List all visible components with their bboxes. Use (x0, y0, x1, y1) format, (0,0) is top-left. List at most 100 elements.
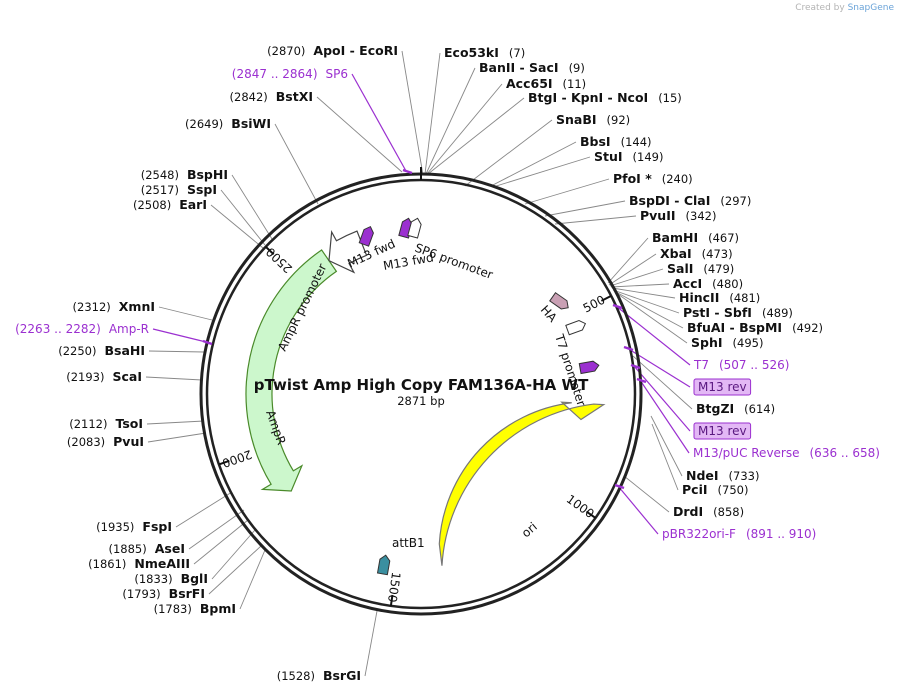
site-name: BglI (181, 571, 208, 586)
site-name: XbaI (660, 246, 692, 261)
site-label-hincii[interactable]: HincII(481) (679, 290, 760, 305)
leader-line (610, 283, 670, 288)
site-name: BtgI - KpnI - NcoI (528, 90, 648, 105)
site-label-pfoi[interactable]: PfoI *(240) (613, 171, 693, 186)
site-label-nmeaiii[interactable]: NmeAIII(1861) (88, 556, 190, 571)
site-label-bsahi[interactable]: BsaHI(2250) (58, 343, 145, 358)
site-label-eari[interactable]: EarI(2508) (133, 197, 207, 212)
site-name: AseI (155, 541, 185, 556)
site-label-sspi[interactable]: SspI(2517) (141, 182, 217, 197)
site-name: BsrGI (323, 668, 361, 683)
site-label-pbr322ori-f[interactable]: pBR322ori-F (891 .. 910) (662, 527, 816, 541)
site-name: AccI (673, 276, 702, 291)
site-label-m13-rev[interactable]: M13 rev (693, 378, 752, 396)
site-name: Eco53kI (444, 45, 499, 60)
site-position: (2508) (133, 198, 171, 212)
site-label-bgli[interactable]: BglI(1833) (134, 571, 208, 586)
site-name: SalI (667, 261, 693, 276)
plasmid-length: 2871 bp (397, 394, 445, 408)
leader-line (274, 123, 319, 205)
site-label-tsoi[interactable]: TsoI(2112) (69, 416, 143, 431)
site-position: (11) (563, 77, 587, 91)
site-position: (1528) (277, 669, 315, 683)
site-position: (1793) (122, 587, 160, 601)
ampr-promoter-arrow (328, 230, 368, 274)
site-label-btgi-kpni-ncoi[interactable]: BtgI - KpnI - NcoI(15) (528, 90, 682, 105)
site-label-m13-rev[interactable]: M13 rev (693, 422, 752, 440)
leader-line (490, 141, 577, 187)
site-label-xmni[interactable]: XmnI(2312) (73, 299, 155, 314)
site-name: Amp-R (109, 322, 149, 336)
site-label-acci[interactable]: AccI(480) (673, 276, 743, 291)
site-label-drdi[interactable]: DrdI(858) (673, 504, 744, 519)
site-label-pcii[interactable]: PciI(750) (682, 482, 748, 497)
site-label-asei[interactable]: AseI (1885) (109, 541, 186, 556)
site-label-eco53ki[interactable]: Eco53kI(7) (444, 45, 525, 60)
site-label-m13-puc-reverse[interactable]: M13/pUC Reverse(636 .. 658) (693, 446, 880, 460)
site-name: SnaBI (556, 112, 597, 127)
site-label-pvuii[interactable]: PvuII(342) (640, 208, 716, 223)
site-position: (2870) (267, 44, 305, 58)
site-label-btgzi[interactable]: BtgZI(614) (696, 401, 775, 416)
leader-line (152, 328, 207, 343)
site-label-bsrgi[interactable]: BsrGI (1528) (277, 668, 361, 683)
site-label-bsphi[interactable]: BspHI(2548) (141, 167, 228, 182)
site-marks (202, 168, 647, 490)
site-name: PvuII (640, 208, 676, 223)
leader-line (188, 509, 245, 550)
site-position: (481) (729, 291, 760, 305)
site-position: (1885) (109, 542, 147, 556)
site-name: DrdI (673, 504, 703, 519)
site-position: (92) (607, 113, 631, 127)
ruler-tick (265, 246, 275, 256)
site-label-sphi[interactable]: SphI(495) (691, 335, 763, 350)
site-label-psti-sbfi[interactable]: PstI - SbfI(489) (683, 305, 793, 320)
leader-line (544, 200, 626, 217)
leader-line (210, 204, 264, 249)
leader-line (145, 376, 203, 381)
site-position: (891 .. 910) (746, 527, 816, 541)
site-label-bamhi[interactable]: BamHI(467) (652, 230, 739, 245)
site-label-apoi-ecori[interactable]: ApoI - EcoRI (2870) (267, 43, 398, 58)
site-label-t7[interactable]: T7(507 .. 526) (693, 358, 789, 372)
site-name: ApoI - EcoRI (313, 43, 398, 58)
site-label-bbsi[interactable]: BbsI(144) (580, 134, 652, 149)
site-name: BstXI (276, 89, 313, 104)
site-label-bsiwi[interactable]: BsiWI(2649) (185, 116, 271, 131)
site-name: BspHI (187, 167, 228, 182)
primer-site-mark (630, 363, 641, 370)
site-label-stui[interactable]: StuI(149) (594, 149, 663, 164)
site-label-banii-saci[interactable]: BanII - SacI(9) (479, 60, 585, 75)
leader-line (633, 365, 691, 432)
site-label-sp6[interactable]: SP6(2847 .. 2864) (232, 67, 348, 81)
site-name: pBR322ori-F (662, 527, 736, 541)
site-label-bspdi-clai[interactable]: BspDI - ClaI(297) (629, 193, 751, 208)
site-label-bpmi[interactable]: BpmI(1783) (154, 601, 236, 616)
site-label-scai[interactable]: ScaI(2193) (66, 369, 142, 384)
site-label-snabi[interactable]: SnaBI (92) (556, 112, 630, 127)
site-label-amp-r[interactable]: Amp-R(2263 .. 2282) (15, 322, 149, 336)
site-position: (495) (733, 336, 764, 350)
site-position: (1935) (96, 520, 134, 534)
site-label-pvui[interactable]: PvuI(2083) (67, 434, 144, 449)
site-label-bstxi[interactable]: BstXI(2842) (230, 89, 313, 104)
leader-line (148, 350, 205, 353)
site-labels: ApoI - EcoRI (2870) SP6(2847 .. 2864) BstXI… (15, 43, 880, 683)
site-position: (2083) (67, 435, 105, 449)
site-name: XmnI (119, 299, 155, 314)
site-label-bfuai-bspmi[interactable]: BfuAI - BspMI(492) (687, 320, 823, 335)
site-name: PciI (682, 482, 708, 497)
site-position: (2847 .. 2864) (232, 67, 318, 81)
site-name: BamHI (652, 230, 698, 245)
site-label-ndei[interactable]: NdeI(733) (686, 468, 759, 483)
m13-fwd-marker (358, 225, 374, 247)
site-label-acc65i[interactable]: Acc65I(11) (506, 76, 586, 91)
site-label-xbai[interactable]: XbaI(473) (660, 246, 733, 261)
site-name: M13 rev (698, 424, 747, 438)
site-label-sali[interactable]: SalI(479) (667, 261, 734, 276)
site-position: (9) (569, 61, 585, 75)
site-label-fspi[interactable]: FspI(1935) (96, 519, 172, 534)
leader-line (615, 305, 691, 366)
site-label-bsrfi[interactable]: BsrFI(1793) (122, 586, 205, 601)
site-name: BspDI - ClaI (629, 193, 710, 208)
